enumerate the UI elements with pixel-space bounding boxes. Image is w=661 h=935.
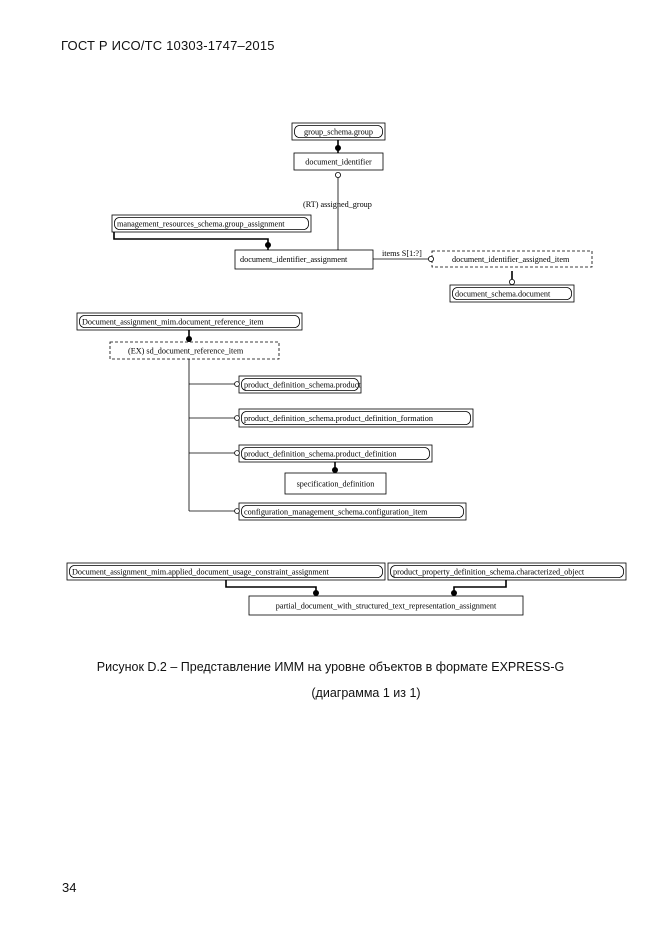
entity-group-assignment — [111, 214, 312, 233]
label-rt-assigned-group: (RT) assigned_group — [303, 200, 372, 209]
entity-document-identifier-assignment — [234, 249, 374, 270]
relationship-lines — [113, 140, 513, 591]
label-group-assignment: management_resources_schema.group_assign… — [117, 220, 285, 229]
label-applied-document-usage-constraint-assignment: Document_assignment_mim.applied_document… — [72, 568, 329, 577]
figure-caption-subtitle: (диаграмма 1 из 1) — [311, 686, 421, 700]
label-product-definition-formation: product_definition_schema.product_defini… — [244, 414, 433, 423]
page-number: 34 — [62, 880, 77, 895]
label-document-identifier: document_identifier — [305, 158, 372, 167]
label-product: product_definition_schema.product — [244, 381, 361, 390]
label-document-identifier-assigned-item: document_identifier_assigned_item — [452, 255, 570, 264]
figure-caption: Рисунок D.2 – Представление ИММ на уровн… — [96, 660, 565, 674]
entity-sd-document-reference-item — [109, 341, 280, 360]
label-items: items S[1:?] — [382, 249, 422, 258]
entity-partial-document-assignment — [248, 595, 524, 616]
entity-characterized-object — [387, 562, 627, 581]
label-document-identifier-assignment: document_identifier_assignment — [240, 255, 348, 264]
label-product-definition: product_definition_schema.product_defini… — [244, 450, 397, 459]
label-document-reference-item: Document_assignment_mim.document_referen… — [82, 318, 264, 327]
label-characterized-object: product_property_definition_schema.chara… — [393, 568, 585, 577]
relationship-endpoints — [185, 144, 515, 597]
entity-specification-definition — [284, 472, 387, 495]
label-sd-document-reference-item: (EX) sd_document_reference_item — [128, 347, 244, 356]
label-specification-definition: specification_definition — [297, 480, 375, 489]
label-group-schema-group: group_schema.group — [304, 128, 373, 137]
label-configuration-item: configuration_management_schema.configur… — [244, 508, 428, 517]
document-header: ГОСТ Р ИСО/ТС 10303-1747–2015 — [61, 38, 275, 53]
label-partial-document-assignment: partial_document_with_structured_text_re… — [276, 602, 497, 611]
entity-document-identifier-assigned-item — [431, 250, 593, 268]
label-document-schema-document: document_schema.document — [455, 290, 551, 299]
